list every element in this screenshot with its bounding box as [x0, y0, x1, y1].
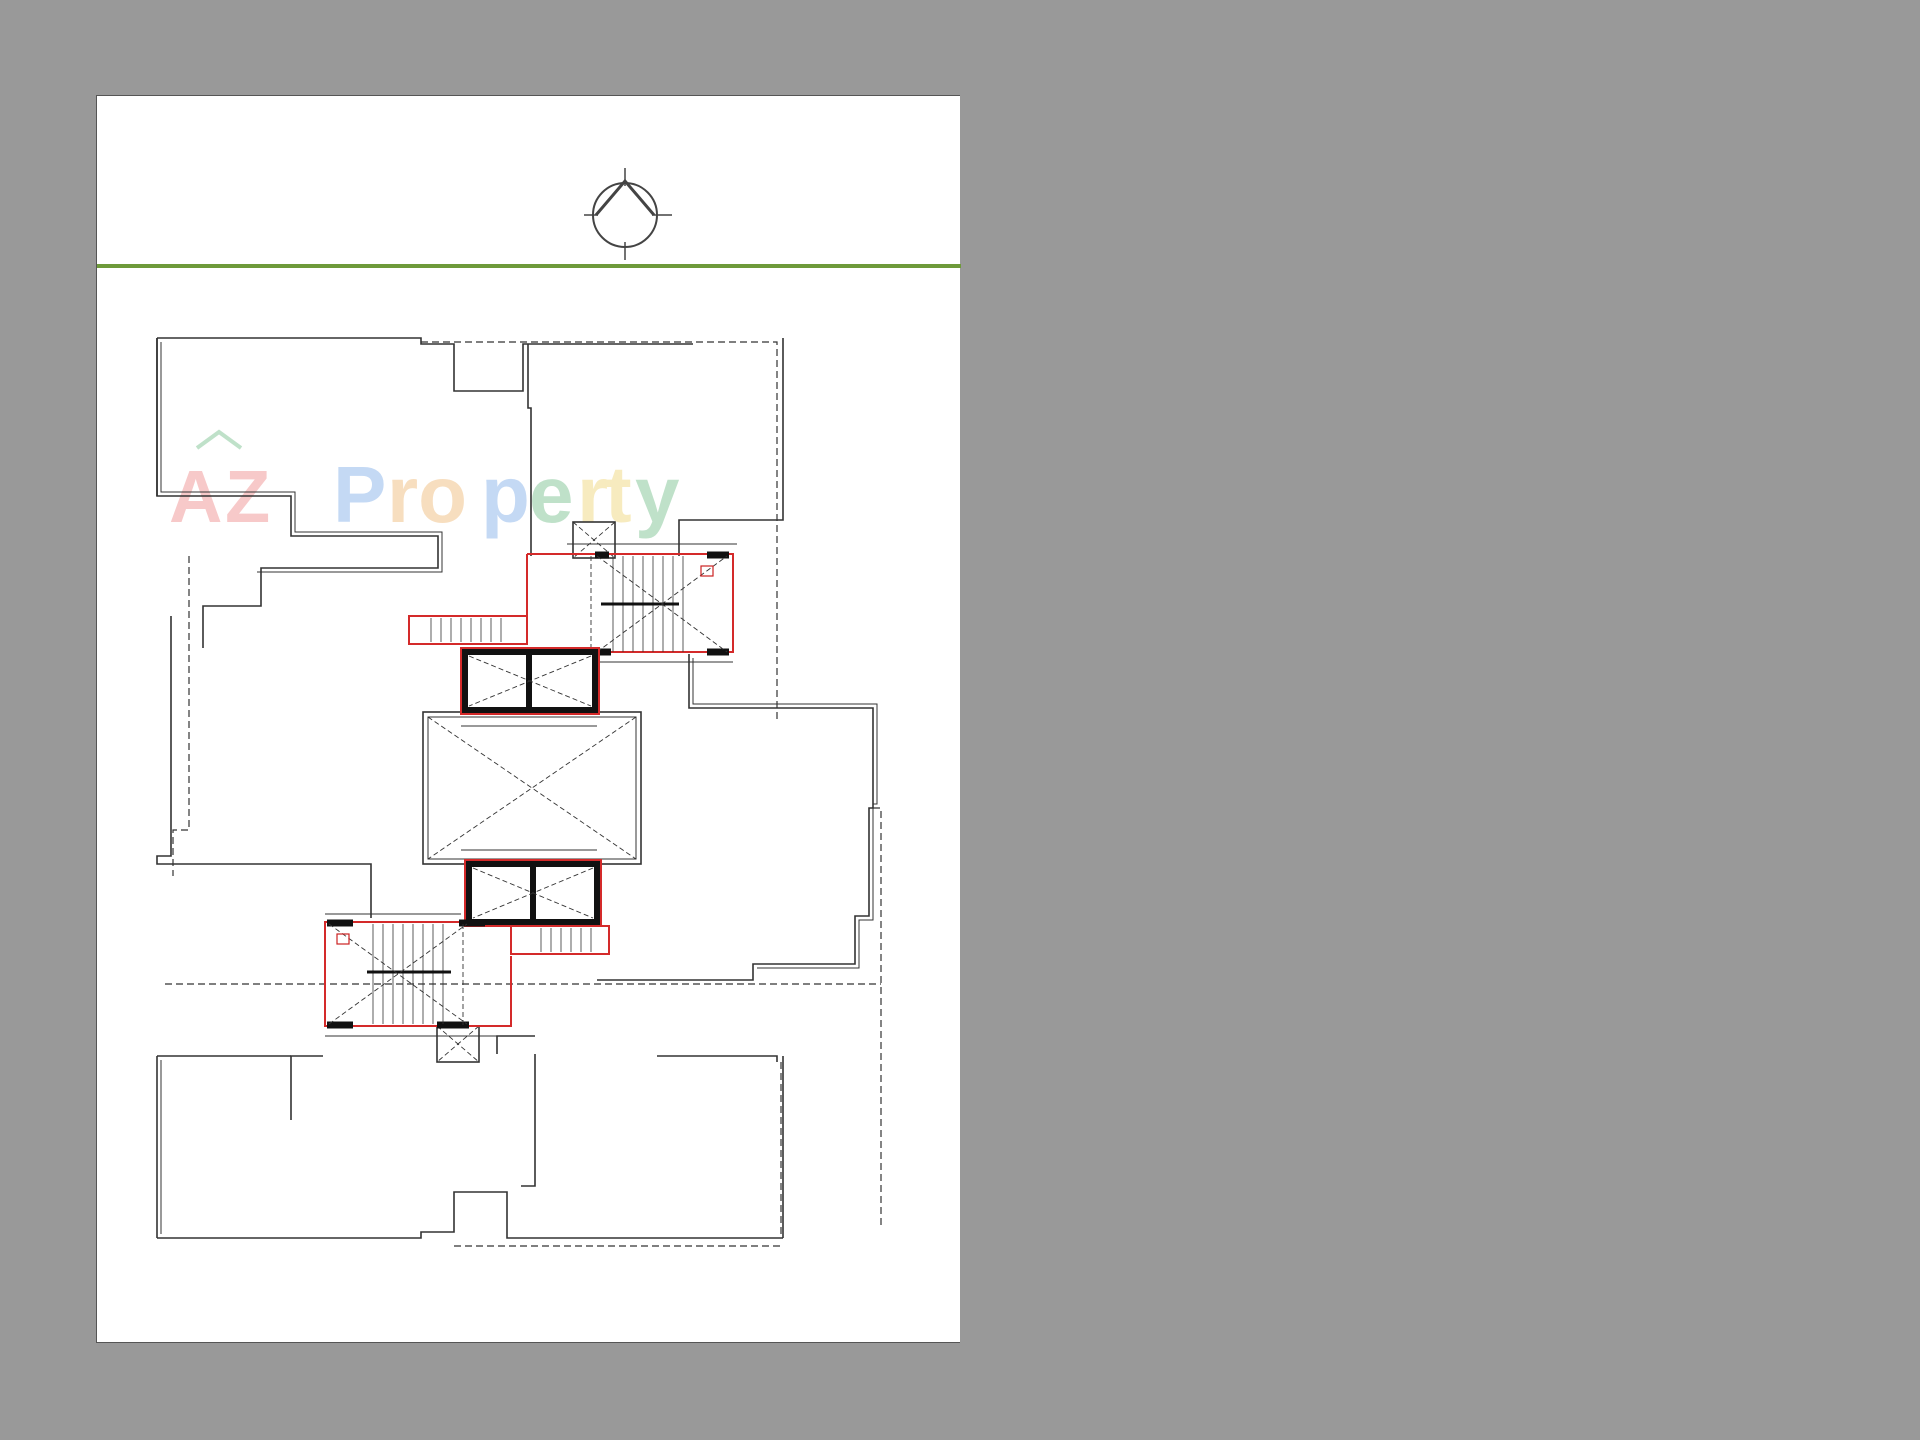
- svg-text:p: p: [481, 450, 530, 539]
- svg-text:ro: ro: [387, 450, 467, 539]
- page-8: .w { stroke:#333; stroke-width:1.6; fill…: [96, 95, 961, 1343]
- svg-text:r: r: [577, 450, 608, 539]
- svg-text:e: e: [529, 450, 574, 539]
- svg-text:t: t: [605, 450, 632, 539]
- svg-text:y: y: [635, 450, 680, 539]
- north-arrow-icon: [584, 168, 672, 260]
- terrace-floor-plan: .w { stroke:#333; stroke-width:1.6; fill…: [156, 337, 882, 1247]
- header-divider: [97, 264, 961, 268]
- watermark: A Z P ro p e r t y: [169, 429, 680, 539]
- svg-text:P: P: [333, 450, 386, 539]
